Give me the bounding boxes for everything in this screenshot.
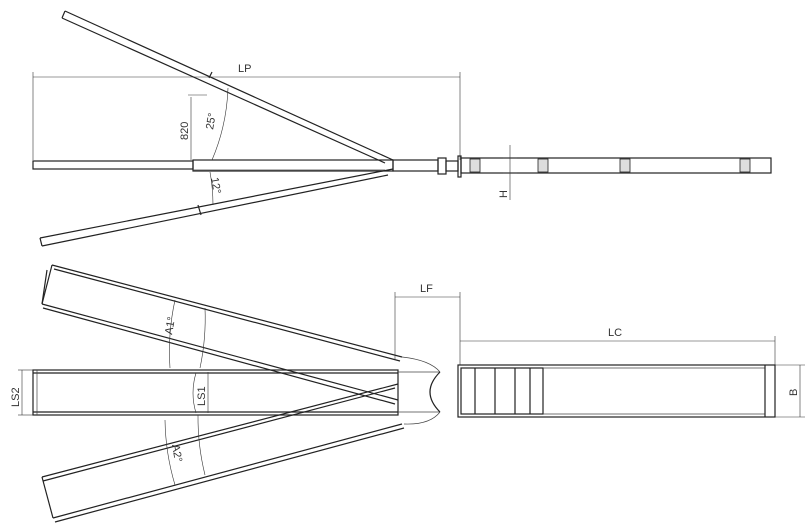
lower-arm-side (39, 168, 394, 247)
a1-label: A1° (163, 316, 178, 336)
center-beam-plan (32, 369, 441, 416)
angle-12-label: 12° (208, 176, 223, 194)
side-view: LP 820 25° 12° (32, 10, 772, 247)
rail-side (392, 155, 772, 178)
lower-arm-plan (41, 383, 441, 523)
lc-label: LC (608, 327, 622, 339)
rail-plan (457, 364, 776, 418)
height-820-label: 820 (179, 122, 191, 140)
plan-view: A1° A2° LS1 LS2 LF LC (10, 264, 805, 523)
upper-arm-side (61, 10, 394, 164)
upper-arm-plan (41, 264, 441, 405)
center-beam-side (32, 159, 394, 172)
lf-label: LF (420, 283, 433, 295)
a2-label: A2° (169, 443, 184, 463)
ls2-label: LS2 (10, 387, 22, 407)
angle-25-label: 25° (204, 112, 219, 130)
lp-label: LP (238, 63, 251, 75)
ls1-label: LS1 (196, 386, 208, 406)
h-label: H (498, 190, 510, 198)
b-label: B (788, 389, 800, 396)
